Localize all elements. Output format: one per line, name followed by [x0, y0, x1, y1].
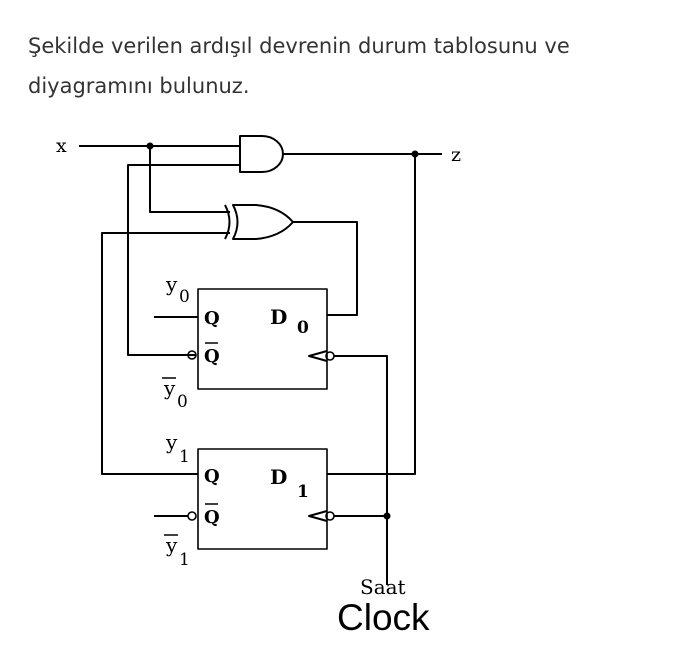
label-saat: Saat [360, 575, 406, 599]
question-text: Şekilde verilen ardışıl devrenin durum t… [28, 26, 668, 106]
ff1-q-label: Q [204, 466, 220, 487]
ff1-clock-triangle [308, 510, 328, 522]
wire-xor-to-d0 [293, 221, 358, 316]
label-y1bar-sub: 1 [179, 550, 190, 570]
ff0-qbar-bubble [187, 350, 197, 360]
label-y0bar-sub: 0 [177, 392, 188, 412]
label-y1-sub: 1 [179, 447, 190, 467]
label-y0: y [165, 272, 178, 296]
label-y0-sub: 0 [179, 287, 190, 307]
ff0-q-label: Q [204, 308, 220, 329]
ff1-d-sub: 1 [297, 482, 309, 502]
ff0-d-label: D [270, 305, 287, 329]
ff0-clock-triangle [308, 350, 328, 362]
ff0-d-sub: 0 [297, 318, 309, 338]
xor-gate-input-arc [224, 204, 231, 240]
wire-x-to-xor [149, 146, 230, 213]
label-y1bar: y [165, 533, 178, 557]
ff1-d-label: D [270, 465, 287, 489]
flip-flop-1 [197, 448, 328, 550]
ff0-qbar-label: Q [204, 346, 220, 367]
flip-flop-0 [197, 288, 328, 390]
junction-x [146, 142, 154, 150]
wire-y1-feedback [101, 232, 230, 475]
wire-y0bar-feedback [127, 164, 240, 356]
wire-z-to-d1 [327, 154, 416, 475]
label-y0bar: y [163, 376, 176, 400]
ff1-qbar-bubble [187, 511, 197, 521]
question-line-1: Şekilde verilen ardışıl devrenin durum t… [28, 34, 570, 58]
and-gate [239, 135, 284, 173]
wire-clock [334, 355, 388, 585]
label-clock: Clock [337, 597, 430, 638]
question-line-2: diyagramını bulunuz. [28, 74, 250, 98]
junction-z [411, 150, 419, 158]
label-y1: y [165, 430, 178, 454]
label-z: z [451, 144, 461, 166]
junction-clock [383, 512, 391, 520]
label-x: x [56, 135, 67, 157]
ff1-qbar-label: Q [204, 507, 220, 528]
xor-gate [232, 204, 294, 240]
